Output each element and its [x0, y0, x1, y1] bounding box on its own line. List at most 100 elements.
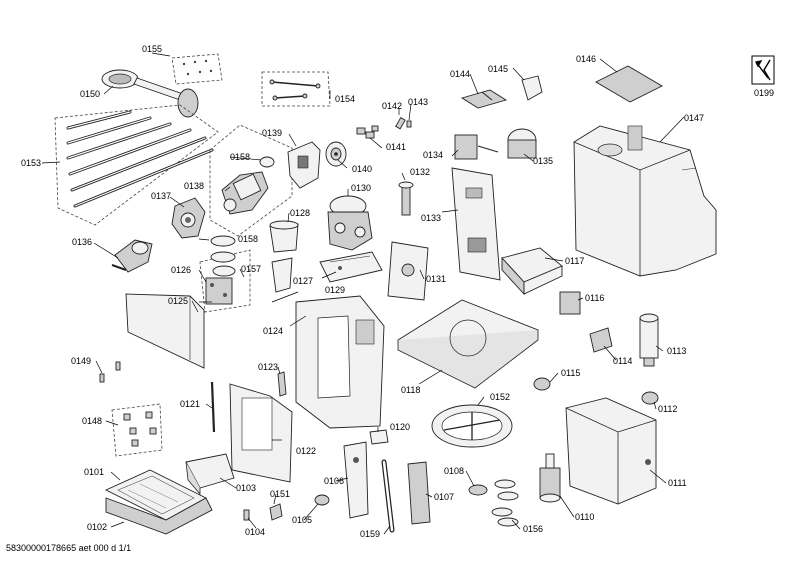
part-label-0144: 0144 [450, 69, 470, 79]
clip-small-part [406, 120, 412, 128]
part-label-0110: 0110 [575, 512, 594, 522]
part-label-0151: 0151 [270, 489, 290, 499]
mount-plate-part [387, 241, 429, 301]
seal-ring-part [259, 156, 275, 168]
heater-part [454, 134, 499, 160]
side-panel-part [451, 167, 501, 281]
part-label-0118: 0118 [401, 385, 420, 395]
electronics-box-part [501, 247, 563, 296]
part-label-0142: 0142 [382, 101, 402, 111]
disc-part [325, 141, 347, 167]
part-label-0150: 0150 [80, 89, 100, 99]
part-label-0113: 0113 [667, 346, 686, 356]
switch-part [589, 327, 613, 353]
outlet-column-part [343, 441, 369, 519]
part-label-0115: 0115 [561, 368, 580, 378]
part-label-0134: 0134 [423, 150, 443, 160]
part-label-0148: 0148 [82, 416, 102, 426]
wrench-icon [751, 55, 775, 85]
dotted-pad-part [171, 53, 223, 85]
bracket-part [287, 141, 321, 189]
part-label-0112: 0112 [658, 404, 677, 414]
valve-part [111, 239, 153, 273]
part-number-labels: 0155 0150 0153 0154 0138 0158 0137 0136 … [21, 44, 774, 539]
part-label-0107: 0107 [434, 492, 454, 502]
part-label-0101: 0101 [84, 467, 104, 477]
outlet-valve-part [539, 453, 561, 503]
part-label-0122: 0122 [296, 446, 316, 456]
part-label-0159: 0159 [360, 529, 380, 539]
part-label-0141: 0141 [386, 142, 406, 152]
part-label-0145: 0145 [488, 64, 508, 74]
small-gear-part [468, 484, 488, 496]
coupling-part [521, 75, 543, 101]
pin-set-part [261, 71, 331, 107]
part-label-0133: 0133 [421, 213, 441, 223]
clip-part [395, 117, 406, 130]
grinder-motor-part [221, 171, 269, 215]
gear-housing-part [171, 197, 206, 239]
pump-part [507, 128, 537, 159]
base-plate-part [397, 299, 539, 389]
part-label-0105: 0105 [292, 515, 312, 525]
clamp-rings-part [491, 479, 519, 527]
cable-part [210, 381, 216, 433]
latch-part [277, 371, 287, 397]
part-label-0147: 0147 [684, 113, 704, 123]
part-label-0155: 0155 [142, 44, 162, 54]
rod-set-part [54, 104, 219, 226]
cap-part [641, 391, 659, 405]
strip-part [407, 461, 431, 525]
document-code: 58300000178665 aet 000 d 1/1 [6, 543, 132, 553]
spacer-part [369, 429, 389, 445]
water-tank-part [565, 397, 657, 505]
part-label-0108: 0108 [444, 466, 464, 476]
part-label-0135: 0135 [533, 156, 553, 166]
main-housing-part [573, 125, 717, 277]
part-label-0103: 0103 [236, 483, 256, 493]
flowmeter-kit-part [199, 235, 251, 313]
board-part [460, 89, 508, 109]
drip-tray-part [105, 497, 213, 535]
part-label-0123: 0123 [258, 362, 278, 372]
part-label-0124: 0124 [263, 326, 283, 336]
part-label-0128: 0128 [290, 208, 310, 218]
brewing-unit-part [327, 195, 373, 251]
part-label-0158-upper: 0158 [230, 152, 250, 162]
part-drawings [54, 53, 775, 535]
part-label-0120: 0120 [390, 422, 410, 432]
part-label-0158-lower: 0158 [238, 234, 258, 244]
part-label-0139: 0139 [262, 128, 282, 138]
nozzle-part [314, 494, 330, 506]
screw-part [243, 509, 250, 521]
part-label-0199: 0199 [754, 88, 774, 98]
valve-pin-part [398, 181, 414, 216]
part-label-0143: 0143 [408, 97, 428, 107]
filter-cylinder-part [639, 313, 659, 367]
part-label-0102: 0102 [87, 522, 107, 532]
part-label-0121: 0121 [180, 399, 200, 409]
part-label-0111: 0111 [668, 478, 687, 488]
part-label-0138: 0138 [184, 181, 204, 191]
grounds-container-part [185, 453, 235, 496]
drip-panel-part [229, 383, 293, 483]
part-label-0140: 0140 [352, 164, 372, 174]
foot-pins-part [99, 361, 121, 383]
part-label-0131: 0131 [426, 274, 446, 284]
part-label-0106: 0106 [324, 476, 344, 486]
part-label-0126: 0126 [171, 265, 191, 275]
part-label-0149: 0149 [71, 356, 91, 366]
part-label-0114: 0114 [613, 356, 632, 366]
cup-part [269, 220, 299, 253]
part-label-0127: 0127 [293, 276, 313, 286]
grommet-part [533, 377, 551, 391]
part-label-0154: 0154 [335, 94, 355, 104]
part-label-0130: 0130 [351, 183, 371, 193]
part-label-0152: 0152 [490, 392, 510, 402]
part-label-0132: 0132 [410, 167, 430, 177]
transformer-part [559, 291, 581, 315]
part-label-0136: 0136 [72, 237, 92, 247]
funnel-part [271, 257, 293, 293]
measuring-spoon-part [101, 69, 199, 118]
holder-plate-part [319, 251, 383, 283]
